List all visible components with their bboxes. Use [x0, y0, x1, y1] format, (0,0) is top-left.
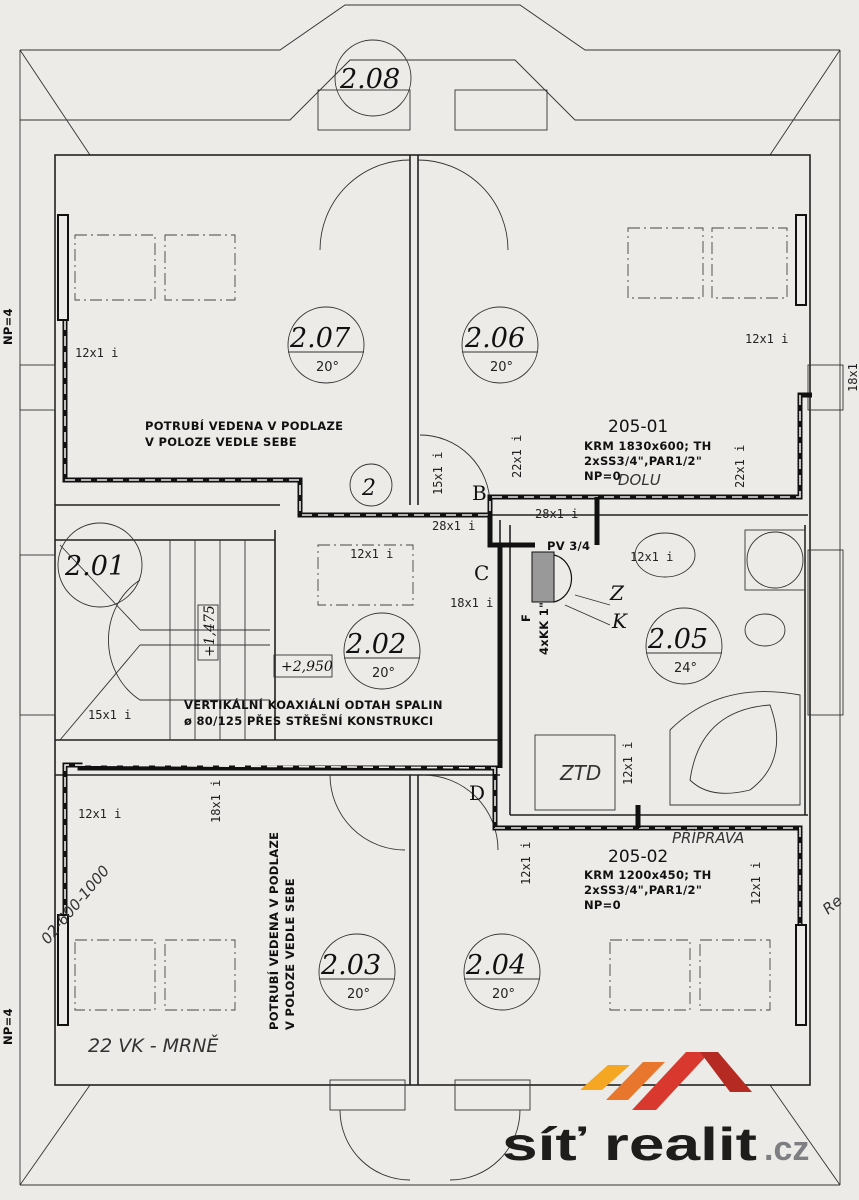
- handwritten-note: 22 VK - MRNĚ: [88, 1034, 218, 1057]
- room-temperature: 20°: [490, 360, 513, 375]
- note-line: V POLOZE VEDLE SEBE: [283, 878, 297, 1030]
- handwritten-note: 02-600-1000: [37, 862, 113, 948]
- pipe-label: 12x1 i: [630, 550, 673, 564]
- point-label-b: B: [472, 481, 487, 505]
- radiator-code: 205-01: [608, 417, 668, 437]
- note-line: POTRUBÍ VEDENA V PODLAZE: [266, 832, 281, 1030]
- elevation-label: +2,950: [281, 659, 333, 675]
- pipe-label: 12x1 i: [749, 862, 763, 905]
- handwritten-note: DOLU: [618, 471, 661, 489]
- pipe-label: 12x1 i: [350, 547, 393, 561]
- pipe-label: 12x1 i: [78, 807, 121, 821]
- point-label-c: C: [474, 561, 489, 585]
- room-temperature: 20°: [372, 666, 395, 681]
- pipe-label: 12x1 i: [621, 742, 635, 785]
- pipe-label: 22x1 i: [733, 445, 747, 488]
- roof-outline: [19, 4, 841, 1186]
- radiator-spec: NP=0: [584, 898, 621, 912]
- handwritten-note: Re: [819, 892, 846, 918]
- doors: [19, 89, 844, 1181]
- walls: [54, 154, 811, 1086]
- heating-pipes: [57, 214, 812, 1026]
- boiler-pv-label: PV 3/4: [547, 539, 590, 553]
- pipe-label: 28x1 i: [535, 507, 578, 521]
- elevation-label: +1,475: [202, 605, 218, 657]
- pipe-label: 18x1 i: [209, 780, 223, 823]
- room-temperature: 24°: [674, 661, 697, 676]
- handwritten-note: PŘÍPRAVA: [672, 828, 744, 847]
- boiler-f-label: F: [519, 614, 533, 622]
- handwritten-note: ZTD: [559, 761, 601, 785]
- room-markers: [197, 39, 723, 1011]
- logo-name: síť realit: [502, 1118, 757, 1170]
- pipe-label: 12x1 i: [745, 332, 788, 346]
- side-mark: NP=4: [1, 1008, 15, 1045]
- radiator-spec: NP=0: [584, 469, 621, 483]
- room-number: 2.01: [64, 551, 125, 582]
- room-number: 2.08: [339, 64, 400, 95]
- room-number: 2.03: [320, 950, 381, 981]
- pipe-label: 22x1 i: [510, 435, 524, 478]
- note-line: V POLOZE VEDLE SEBE: [145, 435, 297, 449]
- point-label-k: K: [611, 609, 628, 633]
- logo-tld: .cz: [764, 1130, 809, 1168]
- note-line: ø 80/125 PŘES STŘEŠNÍ KONSTRUKCI: [184, 713, 433, 728]
- site-logo: síť realit .cz: [502, 1052, 809, 1170]
- radiator-spec: KRM 1200x450; TH: [584, 868, 712, 882]
- room-temperature: 20°: [316, 360, 339, 375]
- roof-logo-icon: [580, 1052, 752, 1110]
- pipe-label: 15x1 i: [431, 452, 445, 495]
- point-label-z: Z: [609, 581, 625, 605]
- pipe-label: 12x1 i: [519, 842, 533, 885]
- note-line: POTRUBÍ VEDENA V PODLAZE: [145, 418, 343, 433]
- pipe-label: 12x1 i: [75, 346, 118, 360]
- side-mark: 18x1: [846, 363, 859, 392]
- room-number: 2.06: [464, 323, 525, 354]
- note-line: VERTIKÁLNÍ KOAXIÁLNÍ ODTAH SPALIN: [184, 697, 443, 712]
- room-number: 2.04: [465, 950, 526, 981]
- pipe-label: 18x1 i: [450, 596, 493, 610]
- point-label-d: D: [469, 781, 485, 805]
- stair-marker: 2: [361, 476, 376, 501]
- room-number: 2.05: [647, 624, 708, 655]
- pipe-label: 28x1 i: [432, 519, 475, 533]
- side-mark: NP=4: [1, 308, 15, 345]
- room-number: 2.07: [289, 323, 351, 354]
- pipe-label: 15x1 i: [88, 708, 131, 722]
- room-temperature: 20°: [347, 987, 370, 1002]
- room-temperature: 20°: [492, 987, 515, 1002]
- room-number: 2.02: [345, 629, 406, 660]
- radiator-spec: KRM 1830x600; TH: [584, 439, 712, 453]
- radiator-spec: 2xSS3/4",PAR1/2": [584, 454, 702, 468]
- radiator-spec: 2xSS3/4",PAR1/2": [584, 883, 702, 897]
- boiler-kk-label: 4xKK 1": [537, 602, 551, 655]
- radiator-code: 205-02: [608, 847, 668, 867]
- furniture: [57, 227, 806, 1011]
- boiler: [531, 551, 611, 626]
